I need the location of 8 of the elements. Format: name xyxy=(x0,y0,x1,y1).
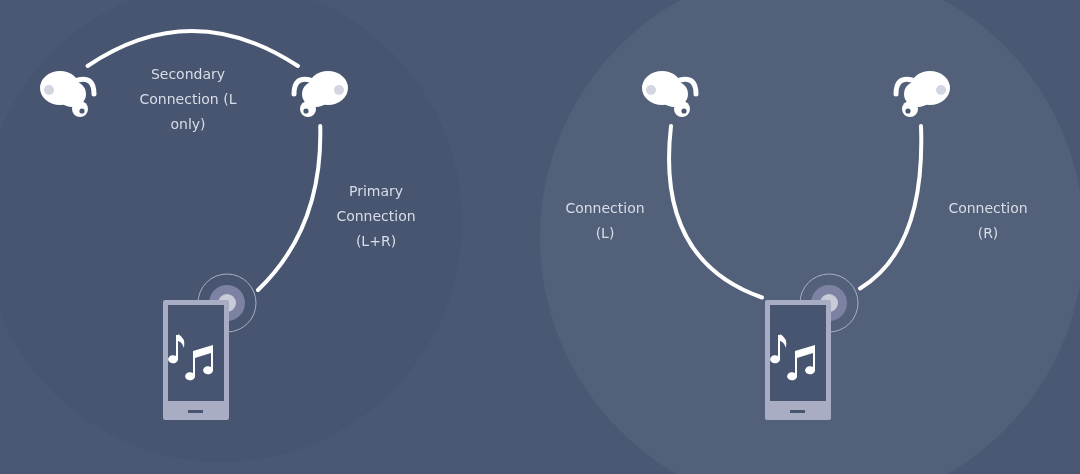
connection-line xyxy=(858,124,924,291)
connection-line xyxy=(256,124,323,292)
edge-label: Primary Connection (L+R) xyxy=(335,182,417,251)
edge-label: Secondary Connection (L only) xyxy=(138,65,238,134)
connection-line xyxy=(667,124,764,300)
edge-label: Connection (R) xyxy=(947,199,1029,243)
connection-line xyxy=(85,29,300,68)
edge-label: Connection (L) xyxy=(564,199,646,243)
